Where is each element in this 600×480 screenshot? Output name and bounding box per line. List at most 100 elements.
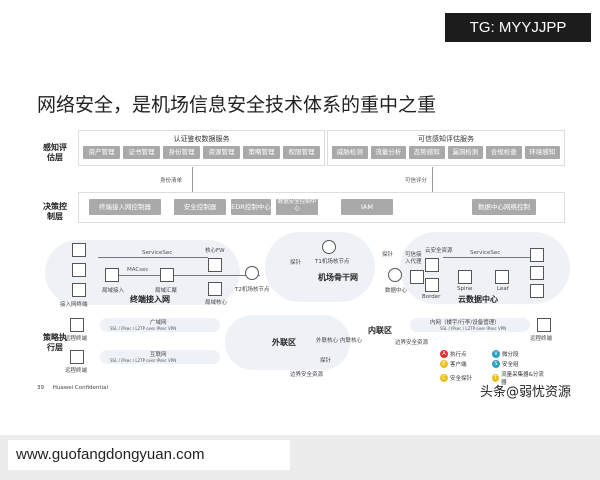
inner-core-label: 内联核心 (340, 338, 363, 344)
remote-terminal-icon (70, 350, 84, 364)
legend-label: 流量采集器&分流器 (501, 372, 544, 386)
probe-label: 探针 (290, 260, 302, 266)
trust-item[interactable]: 漏洞检测 (447, 146, 483, 159)
auth-item[interactable]: 策略管理 (243, 146, 280, 159)
legend-label: 执行点 (450, 352, 467, 358)
control-box: 终端接入网控制器 安全控制器 EDR控制中心 数据安全控制中心 IAM 数据中心… (78, 192, 565, 223)
cloud-dc-label: 云数据中心 (458, 295, 498, 304)
terminal-label: 接入网终端 (60, 302, 88, 308)
auth-item[interactable]: 资源管理 (203, 146, 240, 159)
legend-label: 客户端 (450, 362, 467, 368)
cloud-res-label: 云安全资源 (425, 248, 453, 254)
wan-label: 广域网 (150, 320, 167, 326)
leaf-icon (495, 270, 509, 284)
vpn-label: SSL / IPsec / L2TP over IPsec VPN (110, 326, 177, 331)
security-probe-icon: C (440, 374, 448, 382)
trusted-proxy-icon (410, 270, 424, 284)
trust-label: 可信评分 (405, 178, 428, 184)
security-group-icon: S (492, 360, 500, 368)
vpn-label: SSL / IPsec / L2TP over IPsec VPN (440, 326, 507, 331)
core-label: 局域核心 (205, 300, 228, 306)
cloud-res-icon (425, 258, 439, 272)
legend-label: 安全组 (502, 362, 519, 368)
spine-icon (458, 270, 472, 284)
auth-item[interactable]: 资产管理 (83, 146, 120, 159)
trusted-proxy-label: 可信接入代理 (405, 252, 422, 265)
trust-item[interactable]: 合规检查 (486, 146, 522, 159)
website-url[interactable]: www.guofangdongyuan.com (8, 440, 290, 470)
inner-zone-label: 内联区 (368, 326, 392, 335)
control-item[interactable]: 数据安全控制中心 (276, 199, 318, 215)
border-res-label: 边界安全资源 (395, 340, 429, 346)
control-item[interactable]: 安全控制器 (174, 199, 226, 215)
vpn-label: SSL / IPsec / L2TP over IPsec VPN (110, 358, 177, 363)
legend-label: 安全探针 (450, 376, 473, 382)
agg-switch-icon (160, 268, 174, 282)
leaf-label: Leaf (497, 286, 509, 292)
layer-perceive: 感知评估层 (43, 143, 67, 162)
core-switch-icon (208, 282, 222, 296)
t2-node-icon (245, 266, 259, 280)
trust-item[interactable]: 威胁检测 (332, 146, 368, 159)
servicesec-label: ServiceSec (470, 250, 501, 256)
trust-item[interactable]: 流量分析 (370, 146, 406, 159)
traffic-collector-icon: T (492, 374, 500, 382)
core-fw-label: 核心FW (205, 248, 225, 254)
probe-label: 探针 (382, 252, 394, 258)
page-number: 39 (37, 385, 44, 391)
remote-label: 远程终端 (65, 368, 88, 374)
trust-service-title: 可信感知评估服务 (418, 135, 474, 143)
backbone-cloud (265, 232, 375, 302)
access-switch-icon (105, 268, 119, 282)
access-label: 局域接入 (102, 288, 125, 294)
border-icon (425, 278, 439, 292)
t2-label: T2机场核节点 (235, 287, 270, 293)
probe-label: 探针 (320, 358, 332, 364)
confidential-label: Huawei Confidential (52, 385, 108, 391)
outer-zone-cloud (225, 315, 350, 370)
trust-service-box: 可信感知评估服务 威胁检测 流量分析 态势感知 漏洞检测 合规检查 环境感知 (327, 130, 565, 166)
control-item[interactable]: IAM (341, 199, 393, 215)
internet-label: 互联网 (150, 352, 167, 358)
core-fw-icon (208, 258, 222, 272)
terminal-icon (72, 283, 86, 297)
outer-zone-label: 外联区 (272, 338, 296, 347)
outer-core-label: 外联核心 (316, 338, 339, 344)
servicesec-line (98, 257, 208, 258)
client-icon: E (440, 360, 448, 368)
macsec-line (110, 275, 260, 276)
enforcement-point-icon: A (440, 350, 448, 358)
remote-terminal-icon (70, 318, 84, 332)
control-item[interactable]: 数据中心网络控制 (472, 199, 536, 215)
dc-node-icon (388, 268, 402, 282)
wan-cloud (100, 318, 220, 332)
auth-item[interactable]: 证书管理 (123, 146, 160, 159)
auth-item[interactable]: 身份管理 (163, 146, 200, 159)
servicesec-line (443, 257, 533, 258)
trust-item[interactable]: 态势感知 (409, 146, 445, 159)
server-icon (530, 284, 544, 298)
arrow-identity (192, 167, 193, 192)
identity-label: 身份清单 (160, 178, 183, 184)
micro-segment-icon: V (492, 350, 500, 358)
border-res-label: 边界安全资源 (290, 372, 324, 378)
layer-decide: 决策控制层 (43, 202, 67, 221)
watermark: 头条@弱忧资源 (480, 385, 572, 400)
trust-item[interactable]: 环境感知 (524, 146, 560, 159)
control-item[interactable]: EDR控制中心 (231, 199, 271, 215)
intranet-label: 内网（楼宇/行李/设备管理） (430, 320, 500, 326)
auth-item[interactable]: 权限管理 (283, 146, 320, 159)
servicesec-label: ServiceSec (142, 250, 173, 256)
terminal-icon (72, 243, 86, 257)
server-icon (530, 266, 544, 280)
slide-footer: 39 Huawei Confidential (37, 385, 108, 391)
control-item[interactable]: 终端接入网控制器 (89, 199, 161, 215)
remote-terminal-icon (537, 318, 551, 332)
remote-label: 远程终端 (65, 336, 88, 342)
arrow-trust (432, 167, 433, 192)
